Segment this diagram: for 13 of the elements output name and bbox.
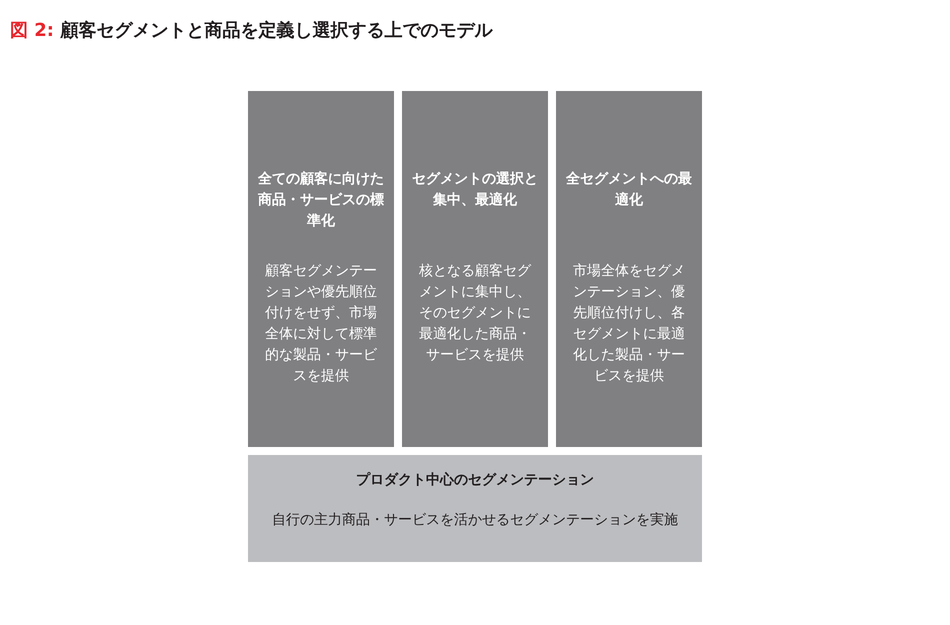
column-heading: 全セグメントへの最適化 bbox=[565, 170, 693, 210]
column-description: 自行の主力商品・サービスを活かせるセグメンテーションを実施 bbox=[271, 511, 679, 530]
strategy-column bbox=[402, 91, 548, 447]
figure-title: 図 2: 顧客セグメントと商品を定義し選択する上でのモデル bbox=[10, 19, 492, 42]
strategy-column bbox=[248, 91, 394, 447]
column-heading: プロダクト中心のセグメンテーション bbox=[355, 470, 595, 490]
foundation-band bbox=[248, 455, 702, 562]
column-description: 市場全体をセグメンテーション、優先順位付けし、各セグメントに最適化した製品・サービスを提供 bbox=[572, 262, 686, 386]
column-description: 核となる顧客セグメントに集中し、そのセグメントに最適化した商品・サービスを提供 bbox=[418, 262, 532, 365]
column-heading: 全ての顧客に向けた商品・サービスの標準化 bbox=[257, 170, 385, 231]
strategy-column bbox=[556, 91, 702, 447]
column-heading: セグメントの選択と集中、最適化 bbox=[411, 170, 539, 210]
column-description: 顧客セグメンテーションや優先順位付けをせず、市場全体に対して標準的な製品・サービスを提供 bbox=[264, 262, 378, 386]
